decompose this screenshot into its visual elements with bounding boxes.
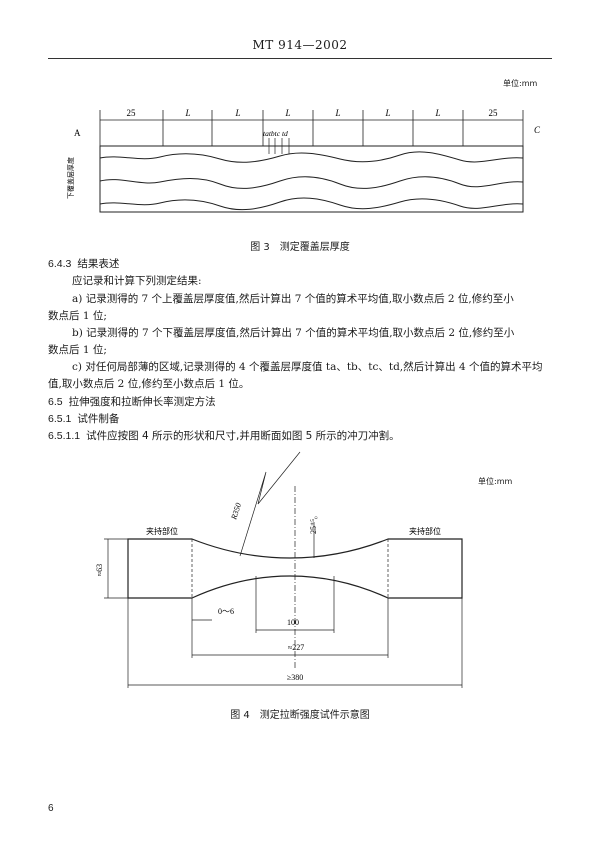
item-a-line2: 数点后 1 位; [48,310,107,322]
item-b-line1: b) 记录测得的 7 个下覆盖层厚度值,然后计算出 7 个值的算术平均值,取小数… [72,327,515,339]
section-title: 试件制备 [77,413,120,425]
section-number: 6.4.3 [48,258,72,270]
fig3-dim-5: L [384,108,390,118]
figure4-unit: 单位:mm [478,477,513,486]
fig4-radius: R350 [229,502,243,522]
fig4-gap: 0～6 [218,607,234,616]
item-a-line1: a) 记录测得的 7 个上覆盖层厚度值,然后计算出 7 个值的算术平均值,取小数… [72,293,514,305]
fig3-dim-1: L [184,108,190,118]
fig4-thickness: 25⁺⁵₀ [309,516,318,534]
item-c-line2: 值,取小数点后 2 位,修约至小数点后 1 位。 [48,378,250,390]
fig3-label-a: A [74,128,81,138]
section-6-5-heading: 6.5 拉伸强度和拉断伸长率测定方法 [48,394,216,409]
section-number: 6.5.1 [48,413,72,425]
fig3-dim-7: 25 [489,108,499,118]
header-rule [48,58,552,59]
section-6-5-1-heading: 6.5.1 试件制备 [48,411,119,426]
fig4-grip-left: 夹持部位 [146,526,178,536]
section-title: 拉伸强度和拉断伸长率测定方法 [68,396,216,408]
fig3-point-labels: tatbtc td [263,129,288,138]
section-number: 6.5.1.1 [48,430,81,442]
item-b-line2: 数点后 1 位; [48,344,107,356]
section-6-4-3-intro: 应记录和计算下列测定结果: [72,275,202,287]
fig3-dim-3: L [284,108,290,118]
page-number: 6 [48,803,54,814]
fig3-dim-2: L [234,108,240,118]
fig4-grip-right: 夹持部位 [409,526,441,536]
section-6-4-3-heading: 6.4.3 结果表述 [48,256,119,271]
section-6-5-1-1-heading: 6.5.1.1 试件应按图 4 所示的形状和尺寸,并用断面如图 5 所示的冲刀冲割… [48,428,400,444]
fig3-label-c: C [534,125,541,135]
section-number: 6.5 [48,396,63,408]
fig3-dim-4: L [334,108,340,118]
figure3-unit: 单位:mm [503,79,538,88]
figure3-caption: 图 3 测定覆盖层厚度 [250,242,350,253]
section-text: 试件应按图 4 所示的形状和尺寸,并用断面如图 5 所示的冲刀冲割。 [86,430,400,442]
fig4-width: ≈63 [95,564,104,576]
fig3-side-label: 下覆盖层厚度 [66,157,75,199]
page-header-title: MT 914—2002 [252,38,348,52]
fig4-len-380: ≥380 [287,673,303,682]
fig4-len-227: ≈227 [288,643,304,652]
figure4-caption: 图 4 测定拉断强度试件示意图 [230,710,370,721]
fig3-dim-0: 25 [127,108,137,118]
fig3-dim-6: L [434,108,440,118]
fig4-len-100: 100 [287,618,299,627]
figure4-diagram: 夹持部位 夹持部位 R350 25⁺⁵₀ ≈63 0～6 100 ≈227 ≥3… [95,451,463,688]
section-title: 结果表述 [77,258,120,270]
item-c-line1: c) 对任何局部薄的区域,记录测得的 4 个覆盖层厚度值 ta、tb、tc、td… [72,361,543,373]
figure3-diagram: 25 L L L L L L 25 A C tatbtc td 下覆盖层厚度 [66,108,541,213]
